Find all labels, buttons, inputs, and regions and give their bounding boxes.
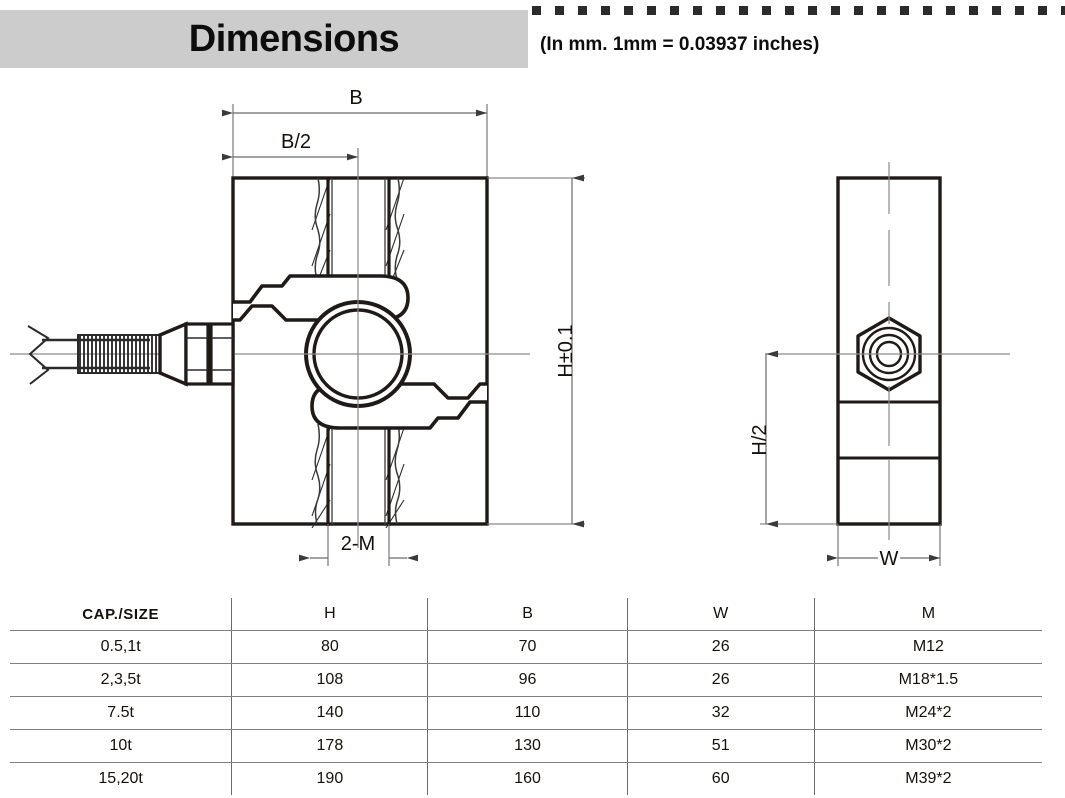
cell-w: 60	[627, 762, 815, 795]
dimension-h-half: H/2	[749, 350, 838, 528]
cell-w: 26	[627, 663, 815, 697]
cell-h: 190	[231, 762, 429, 795]
table-row: 10t 178 130 51 M30*2	[10, 729, 1042, 763]
label-h: H±0.1	[555, 324, 577, 377]
cell-h: 178	[231, 729, 429, 763]
cell-m: M18*1.5	[814, 663, 1042, 697]
dimension-h: H±0.1	[487, 174, 585, 528]
cell-h: 140	[231, 696, 429, 730]
cell-m: M12	[814, 630, 1042, 664]
label-b: B	[349, 87, 362, 109]
page-title: Dimensions	[188, 17, 400, 60]
dimension-b: B	[222, 87, 488, 180]
column-header-h: H	[231, 598, 429, 631]
column-header-cap-size: CAP./SIZE	[10, 598, 233, 631]
cell-w: 26	[627, 630, 815, 664]
column-header-m: M	[814, 598, 1042, 631]
dimension-b-half: B/2	[222, 131, 359, 180]
cable-gland-assembly	[27, 321, 235, 387]
cell-m: M30*2	[814, 729, 1042, 763]
cell-b: 110	[427, 696, 628, 730]
cell-b: 160	[427, 762, 628, 795]
table-row: 2,3,5t 108 96 26 M18*1.5	[10, 663, 1042, 697]
strain-relief-spring	[79, 336, 157, 372]
column-header-w: W	[627, 598, 815, 631]
dotted-rule-decoration	[532, 6, 1065, 15]
dimension-table: CAP./SIZE H B W M 0.5,1t 80 70 26 M12 2,…	[10, 598, 1042, 795]
cell-cap-size: 15,20t	[10, 762, 233, 795]
cell-b: 130	[427, 729, 628, 763]
label-w: W	[880, 548, 899, 570]
dimension-2m: 2-M	[299, 524, 418, 566]
table-header-row: CAP./SIZE H B W M	[10, 598, 1042, 631]
table-row: 15,20t 190 160 60 M39*2	[10, 762, 1042, 795]
cell-w: 51	[627, 729, 815, 763]
cell-m: M39*2	[905, 770, 952, 787]
cell-h: 80	[231, 630, 429, 664]
dimension-w: W	[827, 524, 941, 574]
drawing-canvas: B B/2	[10, 87, 1010, 574]
unit-conversion-note: (In mm. 1mm = 0.03937 inches)	[540, 34, 820, 55]
dimension-drawing: B B/2	[0, 80, 1065, 590]
header-band	[0, 10, 528, 68]
side-view-centerlines	[765, 162, 1010, 540]
cell-m: M24*2	[814, 696, 1042, 730]
cell-h: 108	[231, 663, 429, 697]
label-2m: 2-M	[341, 533, 375, 555]
column-header-b: B	[427, 598, 628, 631]
label-b-half: B/2	[281, 131, 311, 153]
cell-cap-size: 2,3,5t	[10, 663, 233, 697]
table-row: 0.5,1t 80 70 26 M12	[10, 630, 1042, 664]
table-row: 7.5t 140 110 32 M24*2	[10, 696, 1042, 730]
cell-b: 70	[427, 630, 628, 664]
cell-b: 96	[427, 663, 628, 697]
label-h-half: H/2	[749, 424, 771, 455]
cell-cap-size: 0.5,1t	[10, 630, 233, 664]
front-view-body	[231, 176, 489, 528]
cell-cap-size: 10t	[10, 729, 233, 763]
cell-cap-size: 7.5t	[10, 696, 233, 730]
cell-w: 32	[627, 696, 815, 730]
